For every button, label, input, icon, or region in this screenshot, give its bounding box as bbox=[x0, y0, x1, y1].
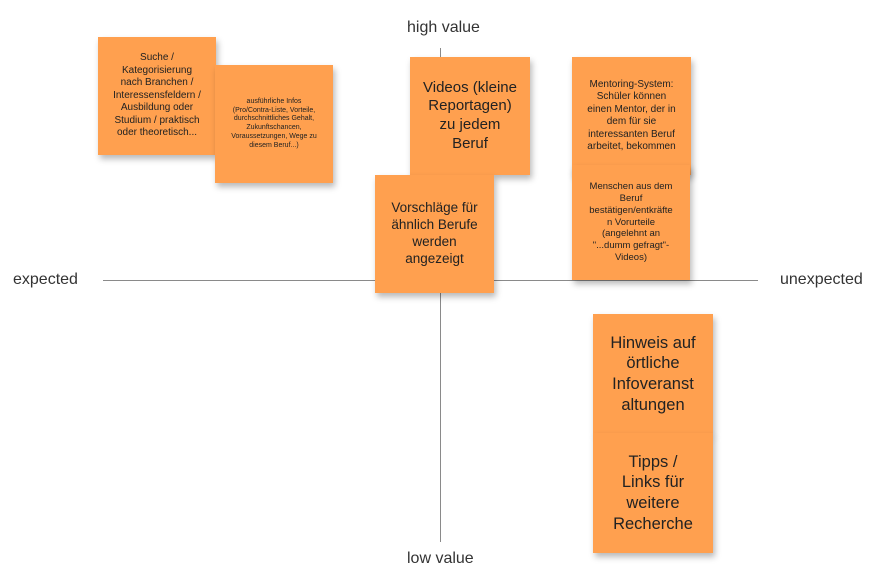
axis-label-left: expected bbox=[13, 271, 78, 288]
sticky-note-text: Hinweis auf örtliche Infoveranst altunge… bbox=[610, 333, 696, 414]
sticky-note-suche[interactable]: Suche / Kategorisierung nach Branchen / … bbox=[98, 37, 216, 155]
sticky-note-text: ausführliche Infos (Pro/Contra-Liste, Vo… bbox=[231, 97, 317, 149]
sticky-note-hinweis[interactable]: Hinweis auf örtliche Infoveranst altunge… bbox=[593, 314, 713, 434]
sticky-note-text: Vorschläge für ähnlich Berufe werden ang… bbox=[391, 200, 478, 266]
sticky-note-vorschlaege[interactable]: Vorschläge für ähnlich Berufe werden ang… bbox=[375, 175, 494, 293]
axis-label-right: unexpected bbox=[780, 271, 863, 288]
sticky-note-mentoring[interactable]: Mentoring-System: Schüler können einen M… bbox=[572, 57, 691, 175]
sticky-note-text: Menschen aus dem Beruf bestätigen/entkrä… bbox=[589, 180, 673, 264]
sticky-note-text: Tipps / Links für weitere Recherche bbox=[613, 452, 693, 533]
sticky-note-menschen[interactable]: Menschen aus dem Beruf bestätigen/entkrä… bbox=[572, 165, 690, 280]
sticky-note-tipps[interactable]: Tipps / Links für weitere Recherche bbox=[593, 433, 713, 553]
sticky-note-text: Videos (kleine Reportagen) zu jedem Beru… bbox=[423, 78, 517, 152]
sticky-note-text: Mentoring-System: Schüler können einen M… bbox=[587, 78, 676, 153]
sticky-note-videos[interactable]: Videos (kleine Reportagen) zu jedem Beru… bbox=[410, 57, 530, 175]
sticky-note-text: Suche / Kategorisierung nach Branchen / … bbox=[113, 52, 201, 139]
sticky-note-infos[interactable]: ausführliche Infos (Pro/Contra-Liste, Vo… bbox=[215, 65, 333, 183]
axis-label-top: high value bbox=[407, 19, 480, 36]
axis-label-bottom: low value bbox=[407, 550, 474, 567]
vertical-axis bbox=[440, 48, 441, 542]
